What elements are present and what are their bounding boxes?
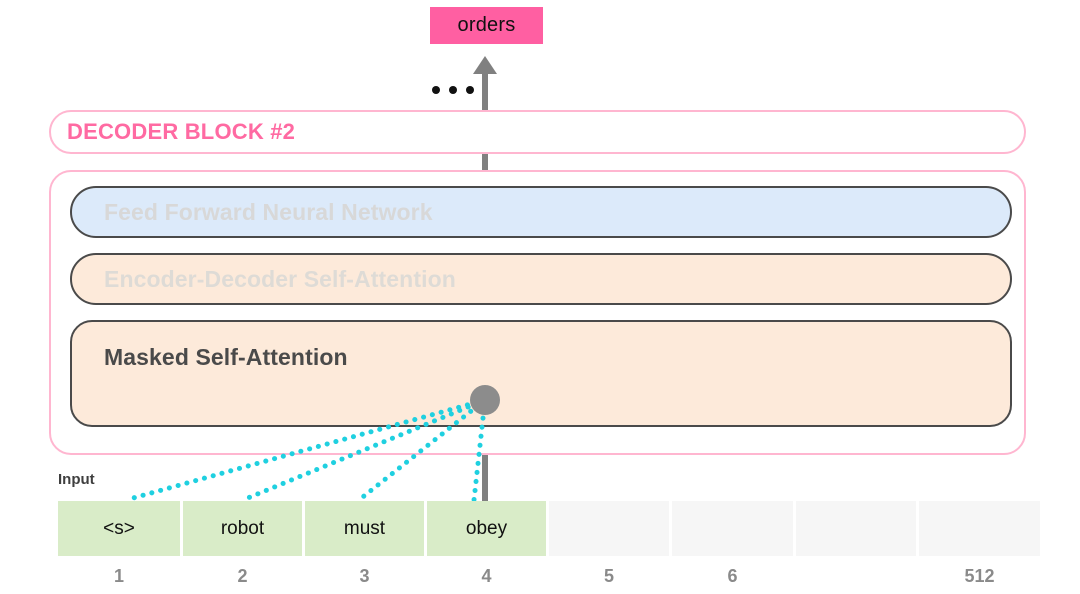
input-token-cell[interactable]: robot [183,501,302,556]
decoder-block-header: DECODER BLOCK #2 [49,110,1026,154]
sublayer-encoder-decoder-attention: Encoder-Decoder Self-Attention [70,253,1012,305]
input-token-cell[interactable]: obey [427,501,546,556]
sublayer-feed-forward-label: Feed Forward Neural Network [104,198,433,225]
flow-arrow-head-icon [473,56,497,74]
ellipsis-dot [466,86,474,94]
input-token-text: robot [220,517,265,539]
output-token-label: orders [457,14,516,36]
input-label: Input [58,471,95,488]
ellipsis-icon [432,86,474,94]
sublayer-masked-self-attention-label: Masked Self-Attention [104,344,348,370]
input-index-label: 2 [237,565,248,586]
sublayer-masked-self-attention: Masked Self-Attention [70,320,1012,427]
output-token-box: orders [430,7,543,44]
input-index-label: 6 [727,565,738,586]
sublayer-encoder-decoder-attention-label: Encoder-Decoder Self-Attention [104,265,456,292]
input-token-cell[interactable]: must [305,501,424,556]
input-index-label: 1 [113,565,124,586]
input-token-cell[interactable] [549,501,669,556]
input-token-cell[interactable] [796,501,916,556]
input-token-text: obey [465,517,508,539]
input-token-row: <s> robot must obey [58,501,1043,556]
input-token-cell[interactable] [919,501,1040,556]
ellipsis-dot [449,86,457,94]
input-index-label: 4 [481,565,492,586]
input-index-label: 512 [964,565,995,586]
input-index-row: 1 2 3 4 5 6 512 [58,562,1043,590]
input-token-text: must [343,517,386,539]
input-index-label: 5 [603,565,614,586]
input-token-cell[interactable] [672,501,793,556]
sublayer-feed-forward: Feed Forward Neural Network [70,186,1012,238]
input-token-cell[interactable]: <s> [58,501,180,556]
attention-node-circle [470,385,500,415]
decoder-block-title: DECODER BLOCK #2 [67,119,296,144]
input-token-text: <s> [103,517,135,539]
input-index-label [796,562,916,590]
ellipsis-dot [432,86,440,94]
input-index-label: 3 [359,565,370,586]
